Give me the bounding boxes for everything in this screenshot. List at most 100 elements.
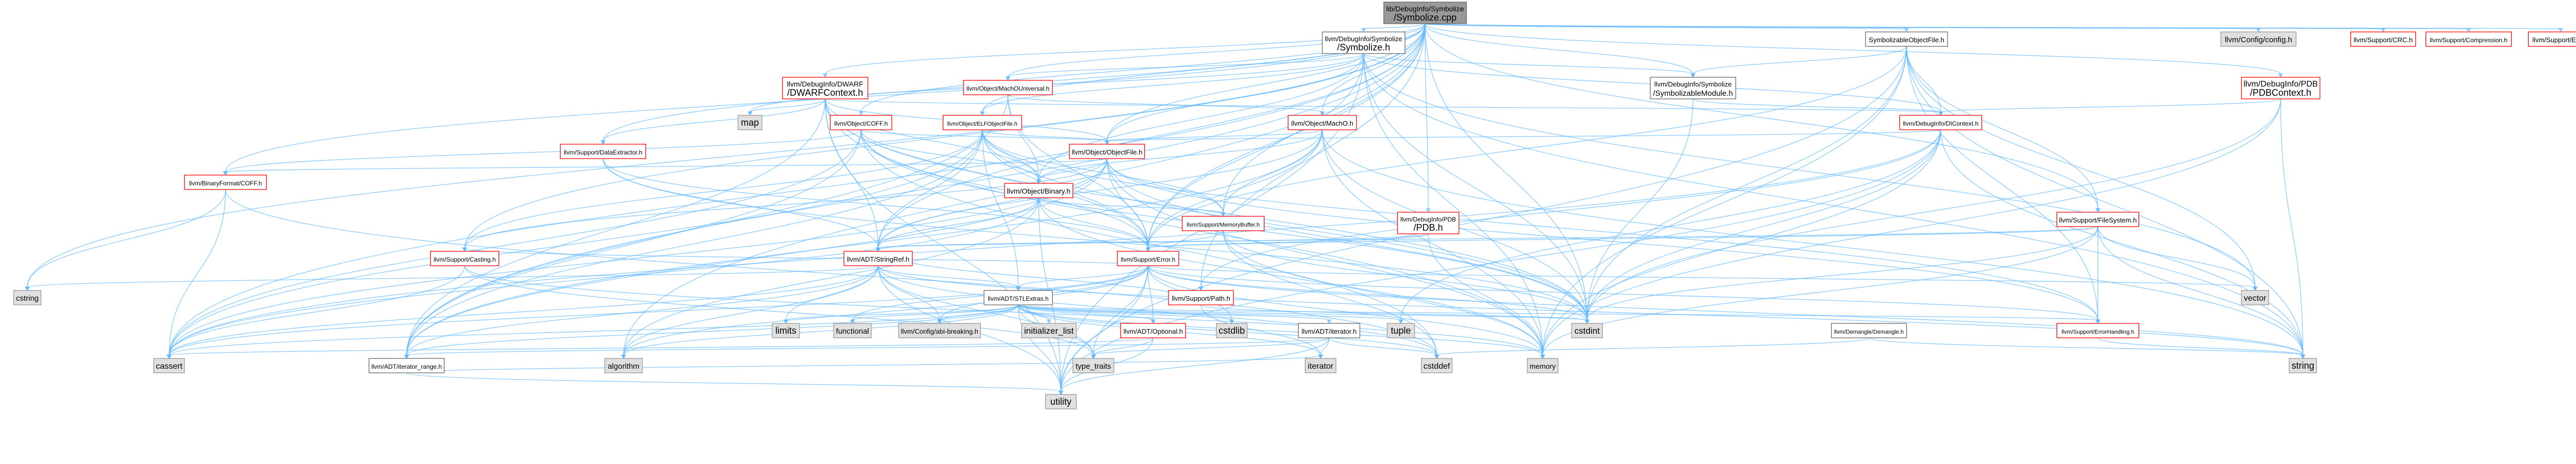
- edge-coff_h-to-cassert: [168, 129, 861, 356]
- node-errc-h[interactable]: llvm/Support/Errc.h: [2528, 31, 2576, 47]
- edge-error_handling-to-string: [2097, 337, 2303, 356]
- node-label: llvm/DebugInfo/Symbolize: [1654, 80, 1732, 88]
- edge-pdb_context-to-dicontext: [1940, 98, 2281, 113]
- edge-stlextras-to-cstdint: [1018, 304, 1588, 321]
- edge-binary_coff-to-cstddef: [225, 189, 1437, 356]
- node-object-file[interactable]: llvm/Object/ObjectFile.h: [1069, 144, 1145, 159]
- edge-memory_buffer-to-memory: [1223, 230, 1543, 356]
- node-iterator-range[interactable]: llvm/ADT/iterator_range.h: [368, 358, 445, 373]
- edge-stlextras-to-iterator_h: [1018, 304, 1330, 321]
- node-label: /DWARFContext.h: [787, 88, 863, 98]
- node-error-h[interactable]: llvm/Support/Error.h: [1116, 251, 1179, 266]
- node-macho-universal[interactable]: llvm/Object/MachOUniversal.h: [963, 80, 1053, 95]
- node-label: initializer_list: [1024, 326, 1074, 336]
- node-optional-h[interactable]: llvm/ADT/Optional.h: [1120, 323, 1186, 338]
- edge-arrowhead: [1319, 111, 1325, 116]
- node-binary-h[interactable]: llvm/Object/Binary.h: [1004, 183, 1074, 198]
- edge-object_file-to-error_h: [1107, 158, 1148, 249]
- edge-macho_h-to-memory_buffer: [1223, 129, 1323, 214]
- node-box: [1287, 115, 1357, 130]
- edge-elf_object-to-object_file: [981, 129, 1108, 142]
- node-macho-h[interactable]: llvm/Object/MachO.h: [1287, 115, 1357, 130]
- node-label: llvm/DebugInfo/Symbolize: [1325, 35, 1402, 43]
- edge-stringref_h-to-iterator_range: [406, 265, 879, 356]
- edge-arrowhead: [1426, 208, 1431, 213]
- node-memory-buffer[interactable]: llvm/Support/MemoryBuffer.h: [1181, 216, 1265, 231]
- edge-dwarf_context-to-binary_h: [824, 98, 1039, 181]
- edge-pdb_context-to-memory: [1542, 98, 2281, 356]
- edge-dicontext-to-object_file: [1107, 129, 1941, 142]
- node-symbolize-h[interactable]: llvm/DebugInfo/Symbolize/Symbolize.h: [1321, 31, 1405, 54]
- edge-stlextras-to-algorithm: [623, 304, 1019, 356]
- node-box: [1650, 77, 1736, 99]
- node-demangle[interactable]: llvm/Demangle/Demangle.h: [1831, 323, 1907, 338]
- node-compression-h[interactable]: llvm/Support/Compression.h: [2425, 31, 2512, 47]
- edge-arrowhead: [1540, 354, 1546, 359]
- edge-root-to-pdb_h: [1425, 23, 1429, 210]
- edge-stlextras-to-iterator_range: [406, 304, 1019, 356]
- node-crc-h[interactable]: llvm/Support/CRC.h: [2350, 31, 2416, 47]
- node-label: llvm/Support/Casting.h: [434, 256, 496, 263]
- edge-arrowhead: [858, 111, 864, 116]
- node-filesystem-h[interactable]: llvm/Support/FileSystem.h: [2056, 212, 2140, 227]
- node-pdb-h[interactable]: llvm/DebugInfo/PDB/PDB.h: [1397, 212, 1460, 234]
- edge-arrowhead: [2300, 354, 2306, 359]
- node-error-handling[interactable]: llvm/Support/ErrorHandling.h: [2056, 323, 2140, 338]
- node-box: [2528, 31, 2576, 47]
- node-memory: memory: [1527, 358, 1558, 373]
- edge-stlextras-to-tuple: [1018, 304, 1401, 321]
- edge-stlextras-to-utility: [1018, 304, 1061, 392]
- edge-data_extractor-to-cstdint: [602, 158, 1588, 321]
- edge-root-to-object_file: [1107, 23, 1426, 142]
- node-box: [2241, 77, 2320, 99]
- node-functional: functional: [833, 323, 872, 338]
- node-utility: utility: [1045, 394, 1077, 409]
- edge-iterator_range-to-iterator: [406, 355, 1321, 373]
- node-box: [942, 115, 1022, 130]
- node-binary-coff[interactable]: llvm/BinaryFormat/COFF.h: [184, 175, 267, 190]
- edge-arrowhead: [621, 354, 626, 359]
- node-box: [2425, 31, 2512, 47]
- node-pdb-context[interactable]: llvm/DebugInfo/PDB/PDBContext.h: [2241, 77, 2320, 99]
- node-iterator-h[interactable]: llvm/ADT/iterator.h: [1298, 323, 1361, 338]
- node-stlextras[interactable]: llvm/ADT/STLExtras.h: [984, 290, 1053, 305]
- node-coff-h[interactable]: llvm/Object/COFF.h: [829, 115, 892, 130]
- node-dicontext[interactable]: llvm/DebugInfo/DIContext.h: [1899, 115, 1982, 130]
- edge-stlextras-to-limits: [785, 304, 1019, 321]
- edge-stringref_h-to-config_abi: [877, 265, 940, 321]
- edge-stringref_h-to-cassert: [168, 265, 879, 356]
- edge-macho_universal-to-macho_h: [1007, 94, 1323, 113]
- edge-root-to-pdb_context: [1425, 23, 2281, 75]
- node-label: /PDB.h: [1414, 222, 1443, 233]
- node-symbolizable-obj[interactable]: SymbolizableObjectFile.h: [1865, 31, 1948, 47]
- node-label: llvm/Support/Path.h: [1172, 295, 1230, 302]
- node-label: /Symbolize.h: [1337, 42, 1390, 53]
- edge-arrowhead: [1229, 319, 1234, 324]
- node-symbolizable-module[interactable]: llvm/DebugInfo/Symbolize/SymbolizableMod…: [1650, 77, 1736, 99]
- edge-root-to-symbolize_h: [1363, 23, 1426, 29]
- edge-filesystem_h-to-stringref_h: [877, 226, 2098, 249]
- node-casting-h[interactable]: llvm/Support/Casting.h: [430, 251, 499, 266]
- node-label: cstring: [16, 294, 39, 303]
- node-path-h[interactable]: llvm/Support/Path.h: [1168, 290, 1234, 305]
- edge-arrowhead: [1434, 354, 1439, 359]
- node-data-extractor[interactable]: llvm/Support/DataExtractor.h: [560, 144, 647, 159]
- edge-error_h-to-algorithm: [623, 265, 1148, 356]
- node-label: llvm/Demangle/Demangle.h: [1834, 329, 1904, 335]
- node-label: llvm/Support/CRC.h: [2353, 36, 2413, 44]
- edge-iterator_range-to-utility: [406, 372, 1061, 392]
- edge-arrowhead: [2558, 28, 2564, 33]
- node-cstdint: cstdint: [1571, 323, 1603, 338]
- node-stringref-h[interactable]: llvm/ADT/StringRef.h: [843, 251, 913, 266]
- node-box: [430, 251, 499, 266]
- node-tuple: tuple: [1386, 323, 1415, 338]
- edge-elf_object-to-cassert: [168, 129, 983, 356]
- node-box: [2289, 358, 2317, 373]
- node-box: [1321, 31, 1405, 54]
- node-dwarf-context[interactable]: llvm/DebugInfo/DWARF/DWARFContext.h: [782, 77, 869, 99]
- node-box: [1386, 323, 1415, 338]
- node-elf-object[interactable]: llvm/Object/ELFObjectFile.h: [942, 115, 1022, 130]
- edge-error_h-to-utility: [1060, 265, 1148, 392]
- edge-macho_h-to-binary_h: [1038, 129, 1323, 181]
- node-box: [604, 358, 643, 373]
